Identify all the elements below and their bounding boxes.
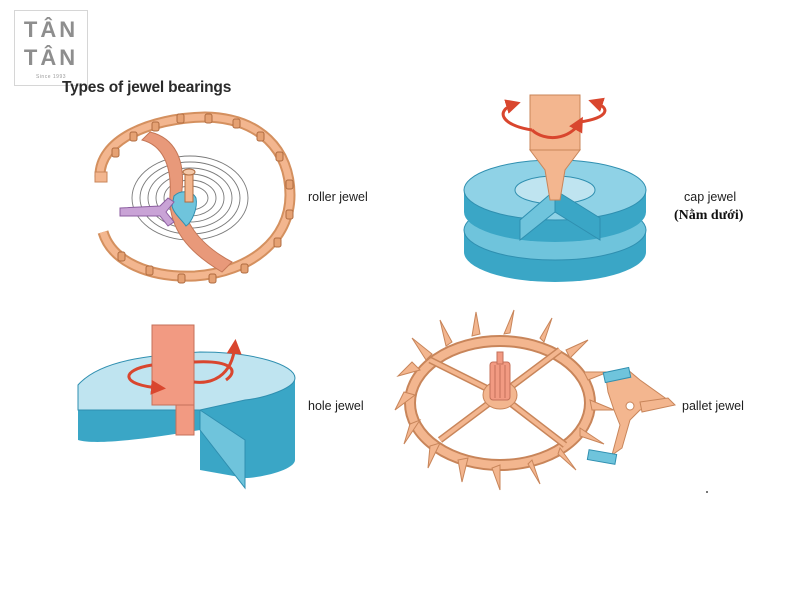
pallet-fork xyxy=(119,197,175,227)
stray-dot xyxy=(706,491,708,493)
tantan-logo: TÂN TÂN Since 1993 xyxy=(14,10,88,86)
pallet-lever xyxy=(605,369,676,457)
label-cap-jewel-note: (Nằm dưới) xyxy=(674,208,744,223)
rim-screws xyxy=(111,113,294,284)
roller-jewel-figure xyxy=(94,111,296,284)
label-hole-jewel: hole jewel xyxy=(308,399,364,413)
label-pallet-jewel: pallet jewel xyxy=(682,399,744,413)
logo-tagline: Since 1993 xyxy=(35,74,67,80)
hole-jewel-figure xyxy=(77,324,296,490)
cap-jewel-figure xyxy=(463,94,647,282)
logo-line-2: TÂN xyxy=(23,45,79,70)
pallet-jewel-figure xyxy=(394,309,677,491)
entry-pallet-stone xyxy=(602,366,632,384)
logo-line-1: TÂN xyxy=(23,17,79,42)
hole-jewel-pivot xyxy=(151,324,195,406)
label-roller-jewel: roller jewel xyxy=(308,190,368,204)
balance-wheel-rim-highlight xyxy=(96,113,294,280)
exit-pallet-stone xyxy=(586,449,618,465)
diagram-title: Types of jewel bearings xyxy=(62,79,232,96)
escape-wheel-teeth xyxy=(394,309,615,491)
balance-arm xyxy=(141,131,233,273)
label-cap-jewel: cap jewel xyxy=(684,190,737,204)
